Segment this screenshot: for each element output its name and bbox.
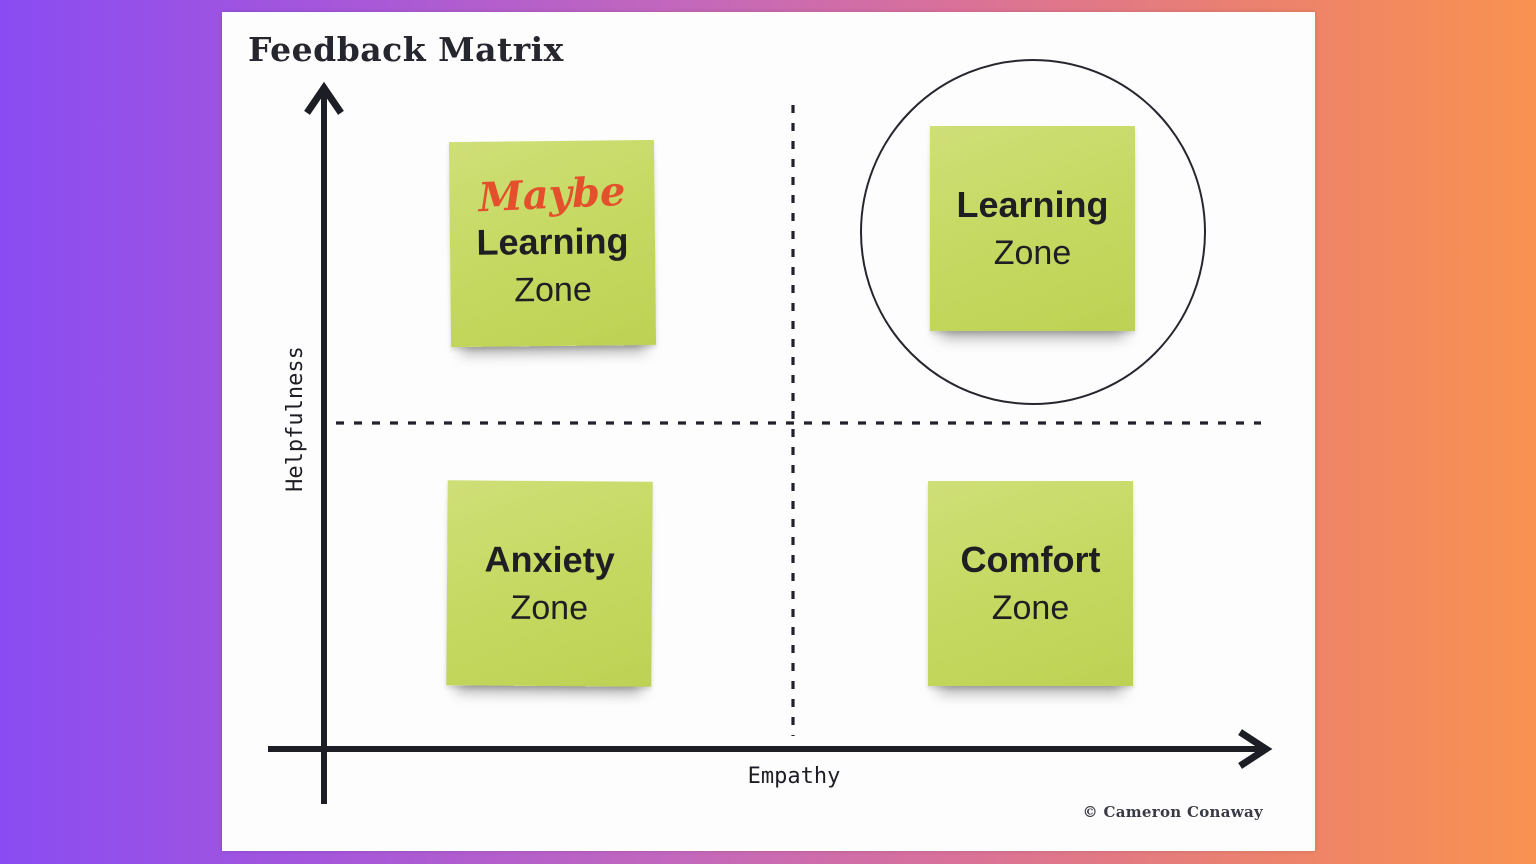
note-text: Zone	[514, 270, 592, 310]
sticky-note-comfort-zone: Comfort Zone	[928, 481, 1133, 686]
sticky-note-anxiety-zone: Anxiety Zone	[446, 480, 653, 687]
axes-and-gridlines	[268, 81, 1273, 804]
note-text: Zone	[510, 588, 589, 628]
y-axis-arrowhead-icon	[304, 81, 344, 115]
x-axis-arrowhead-icon	[1238, 729, 1273, 769]
note-bold-text: Anxiety	[484, 538, 615, 580]
x-axis-label: Empathy	[747, 764, 841, 789]
feedback-matrix-card: Feedback Matrix Maybe Learning Zone Lear…	[222, 12, 1315, 851]
copyright-credit: © Cameron Conaway	[1082, 803, 1263, 821]
note-bold-text: Comfort	[960, 538, 1101, 580]
highlight-circle	[860, 59, 1206, 405]
page-title: Feedback Matrix	[248, 30, 564, 69]
note-text: Zone	[993, 233, 1072, 272]
sticky-note-learning-zone: Learning Zone	[930, 126, 1135, 331]
note-bold-text: Learning	[476, 219, 629, 263]
sticky-note-maybe-learning-zone: Maybe Learning Zone	[448, 139, 657, 348]
note-script-text: Maybe	[477, 167, 627, 221]
note-bold-text: Learning	[956, 183, 1109, 225]
y-axis-label: Helpfulness	[282, 346, 308, 492]
note-text: Zone	[991, 588, 1070, 627]
